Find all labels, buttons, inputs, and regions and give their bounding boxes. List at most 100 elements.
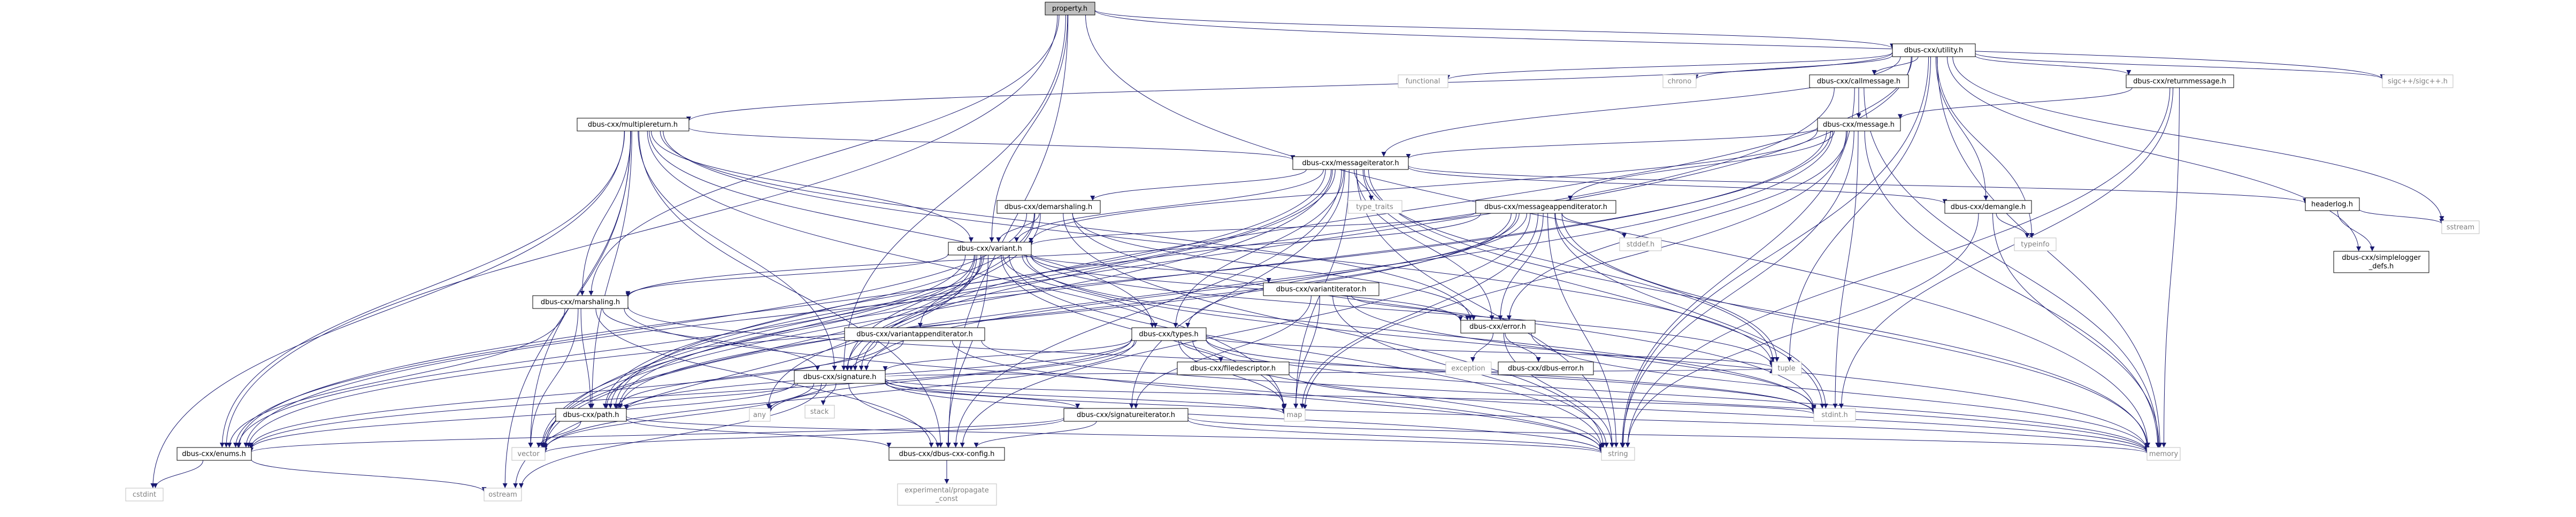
node-dbus-cxx-simplelogger-defs-h[interactable]: dbus-cxx/simplelogger_defs.h [2333, 251, 2429, 273]
node-dbus-cxx-callmessage-h[interactable]: dbus-cxx/callmessage.h [1809, 74, 1909, 88]
edge-root-to-sigc [1094, 10, 2385, 80]
edge-sigiter-to-string [1187, 419, 1604, 453]
node-dbus-cxx-dbus-error-h[interactable]: dbus-cxx/dbus-error.h [1498, 361, 1594, 375]
node-label: chrono [1668, 78, 1692, 86]
edge-returnmessage-to-stdint [1838, 87, 2174, 409]
node-box [948, 242, 1032, 256]
edge-variant-to-variantiterator [1031, 253, 1271, 283]
node-property-h: property.h [1045, 2, 1095, 16]
node-dbus-cxx-messageiterator-h[interactable]: dbus-cxx/messageiterator.h [1292, 156, 1409, 170]
node-box [2441, 220, 2480, 234]
node-dbus-cxx-dbus-cxx-config-h[interactable]: dbus-cxx/dbus-cxx-config.h [888, 447, 1005, 461]
node-dbus-cxx-path-h[interactable]: dbus-cxx/path.h [555, 408, 627, 422]
node-dbus-cxx-returnmessage-h[interactable]: dbus-cxx/returnmessage.h [2126, 74, 2234, 88]
node-label: dbus-cxx/dbus-cxx-config.h [899, 450, 995, 458]
node-box [1045, 2, 1095, 16]
node-label: dbus-cxx/error.h [1469, 323, 1526, 331]
node-functional: functional [1398, 74, 1448, 88]
edge-msgappenditer-to-variant [1029, 212, 1476, 246]
node-box [577, 118, 689, 132]
edge-marshaling-to-vector [528, 308, 579, 448]
edge-utility-to-sigc [1975, 52, 2385, 80]
edge-utility-to-string [1620, 56, 1929, 448]
node-box [2305, 197, 2360, 211]
node-label: dbus-cxx/messageiterator.h [1302, 159, 1399, 167]
edge-messageiterator-to-error [1356, 169, 1494, 321]
edge-multiplereturn-to-tuple [663, 130, 1774, 366]
edge-utility-to-returnmessage [1975, 55, 2132, 75]
edge-error-to-memory [1531, 333, 2150, 451]
node-dbus-cxx-filedescriptor-h[interactable]: dbus-cxx/filedescriptor.h [1177, 361, 1290, 375]
edge-variant-to-tuple [1031, 254, 1774, 366]
edge-marshaling-to-signature [602, 308, 820, 371]
node-dbus-cxx-variantappenditerator-h[interactable]: dbus-cxx/variantappenditerator.h [844, 327, 985, 341]
node-vector: vector [511, 447, 546, 461]
node-dbus-cxx-demarshaling-h[interactable]: dbus-cxx/demarshaling.h [996, 200, 1101, 214]
edge-variant-to-types [1002, 254, 1158, 328]
edge-multiplereturn-to-path [589, 130, 632, 409]
node-label: dbus-cxx/variantappenditerator.h [856, 330, 973, 338]
node-stddef-h: stddef.h [1619, 237, 1662, 251]
edge-path-to-string [626, 416, 1604, 454]
edge-signature-to-stdint [885, 378, 1816, 414]
edge-demangle-to-typeinfo [1996, 213, 2030, 238]
edge-demangle-to-memory [1992, 213, 2161, 448]
node-dbus-cxx-utility-h[interactable]: dbus-cxx/utility.h [1892, 43, 1976, 57]
edge-types-to-signature [883, 338, 1132, 372]
node-box [2146, 447, 2181, 461]
node-label: dbus-cxx/simplelogger [2342, 254, 2421, 262]
edge-demarshaling-to-error [1072, 213, 1476, 321]
node-headerlog-h[interactable]: headerlog.h [2305, 197, 2360, 211]
node-label: dbus-cxx/variant.h [957, 245, 1022, 253]
node-dbus-cxx-enums-h[interactable]: dbus-cxx/enums.h [177, 447, 252, 461]
node-experimental-propagate-const: experimental/propagate_const [897, 483, 997, 506]
node-box [1177, 361, 1290, 375]
node-label: dbus-cxx/messageappenditerator.h [1484, 203, 1607, 211]
edge-marshaling-to-string [624, 308, 1604, 452]
edge-variantiterator-to-map [1293, 295, 1320, 409]
node-dbus-cxx-demangle-h[interactable]: dbus-cxx/demangle.h [1944, 200, 2032, 214]
edge-messageiterator-to-demangle [1408, 167, 1948, 204]
node-label: _defs.h [2368, 263, 2394, 271]
node-typeinfo: typeinfo [2014, 237, 2057, 251]
node-label: dbus-cxx/marshaling.h [541, 298, 620, 306]
node-label: tuple [1777, 365, 1795, 373]
edge-variant-to-dbuscxxconfig [946, 254, 988, 448]
node-box [749, 408, 771, 422]
node-dbus-cxx-variant-h[interactable]: dbus-cxx/variant.h [948, 242, 1032, 256]
node-box [1601, 447, 1635, 461]
node-label: dbus-cxx/filedescriptor.h [1190, 365, 1276, 373]
node-dbus-cxx-message-h[interactable]: dbus-cxx/message.h [1817, 118, 1901, 132]
node-dbus-cxx-signature-h[interactable]: dbus-cxx/signature.h [794, 370, 886, 384]
node-dbus-cxx-messageappenditerator-h[interactable]: dbus-cxx/messageappenditerator.h [1475, 200, 1616, 214]
edge-utility-to-simplelogger [1946, 56, 2362, 252]
edge-variant-to-signature [845, 254, 983, 371]
node-label: string [1608, 450, 1628, 458]
node-label: dbus-cxx/multiplereturn.h [588, 121, 678, 129]
node-dbus-cxx-signatureiterator-h[interactable]: dbus-cxx/signatureiterator.h [1063, 408, 1189, 422]
node-dbus-cxx-multiplereturn-h[interactable]: dbus-cxx/multiplereturn.h [577, 118, 689, 132]
node-label: typeinfo [2021, 241, 2049, 249]
node-dbus-cxx-marshaling-h[interactable]: dbus-cxx/marshaling.h [532, 295, 628, 309]
node-dbus-cxx-variantiterator-h[interactable]: dbus-cxx/variantiterator.h [1263, 282, 1379, 296]
edge-variant-to-marshaling [625, 253, 948, 296]
edge-variant-to-memory [1026, 254, 2150, 451]
node-label: vector [517, 450, 540, 458]
edge-variantappenditer-to-enums [249, 340, 878, 448]
node-box [1445, 361, 1492, 375]
node-box [2014, 237, 2057, 251]
node-sigc-sigc-h: sigc++/sigc++.h [2382, 74, 2454, 88]
node-box [888, 447, 1005, 461]
node-dbus-cxx-error-h[interactable]: dbus-cxx/error.h [1460, 320, 1536, 334]
node-dbus-cxx-types-h[interactable]: dbus-cxx/types.h [1131, 327, 1207, 341]
edge-messageiterator-to-variant [1014, 169, 1324, 243]
node-label: cstdint [133, 491, 156, 499]
node-box [1809, 74, 1909, 88]
edge-root-to-enums [224, 14, 1058, 448]
edge-utility-to-demangle [1935, 56, 1989, 201]
edge-messageiterator-to-typetraits [1354, 169, 1374, 201]
edge-root-to-utility [1094, 9, 1895, 49]
edge-signature-to-any [768, 383, 827, 410]
edge-returnmessage-to-message [1898, 87, 2133, 119]
